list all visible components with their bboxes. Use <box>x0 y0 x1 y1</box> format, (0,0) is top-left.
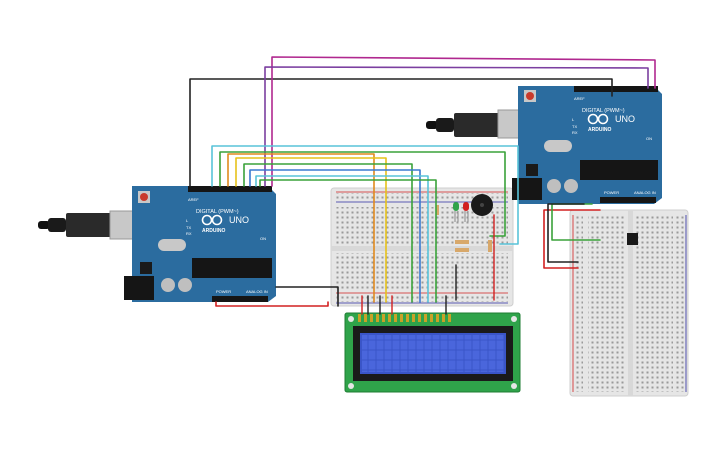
arduino-uno-right: DIGITAL (PWM~) AREF L TX RX ON POWER ANA… <box>426 86 662 204</box>
led-red <box>463 202 469 222</box>
left-model: UNO <box>229 215 249 225</box>
wire-black-gnd <box>275 286 339 307</box>
right-digital-label: DIGITAL (PWM~) <box>582 108 625 114</box>
wire-black-side <box>547 203 585 263</box>
wire-black-top <box>189 78 613 187</box>
wire-yellow-1 <box>235 157 387 303</box>
wire-purple-top <box>264 66 649 187</box>
lcd-header-pins <box>358 314 451 322</box>
usb-cable-right <box>426 109 525 139</box>
led-green <box>453 202 459 222</box>
temperature-sensor-icon <box>627 233 638 245</box>
right-tx-label: TX <box>572 124 577 129</box>
right-rx-label: RX <box>572 130 578 135</box>
wire-cyan-1 <box>211 145 519 245</box>
right-l-label: L <box>572 117 575 122</box>
wire-green-2 <box>243 163 413 303</box>
left-on-label: ON <box>260 236 266 241</box>
right-model: UNO <box>615 114 635 124</box>
left-rx-label: RX <box>186 231 192 236</box>
left-digital-label: DIGITAL (PWM~) <box>196 209 239 215</box>
right-power-label: POWER <box>604 190 619 195</box>
right-analog-label: ANALOG IN <box>634 190 656 195</box>
wire-magenta-top <box>271 56 656 187</box>
left-brand: ARDUINO <box>202 228 225 234</box>
piezo-buzzer-icon <box>471 194 493 216</box>
left-logo: ARDUINO UNO <box>201 214 249 234</box>
wires <box>189 56 656 315</box>
usb-cable-left <box>38 210 137 240</box>
wire-blue-1 <box>249 169 421 303</box>
left-power-label: POWER <box>216 289 231 294</box>
right-on-label: ON <box>646 136 652 141</box>
wire-red-side <box>543 209 601 269</box>
right-logo: ARDUINO UNO <box>587 113 635 133</box>
wire-green-3 <box>259 179 437 303</box>
wire-red-5v <box>215 301 329 307</box>
right-brand: ARDUINO <box>588 127 611 133</box>
wire-green-long <box>219 151 506 237</box>
wire-cyan-2 <box>255 175 429 303</box>
arduino-uno-left: DIGITAL (PWM~) AREF L TX RX ON POWER ANA… <box>38 186 276 302</box>
left-aref-label: AREF <box>188 197 199 202</box>
left-analog-label: ANALOG IN <box>246 289 268 294</box>
wire-orange-1 <box>227 153 375 303</box>
left-l-label: L <box>186 218 189 223</box>
breadboard-side <box>569 209 689 397</box>
resistors <box>436 205 492 252</box>
left-tx-label: TX <box>186 225 191 230</box>
right-aref-label: AREF <box>574 96 585 101</box>
lcd-display-16x2 <box>344 312 521 393</box>
